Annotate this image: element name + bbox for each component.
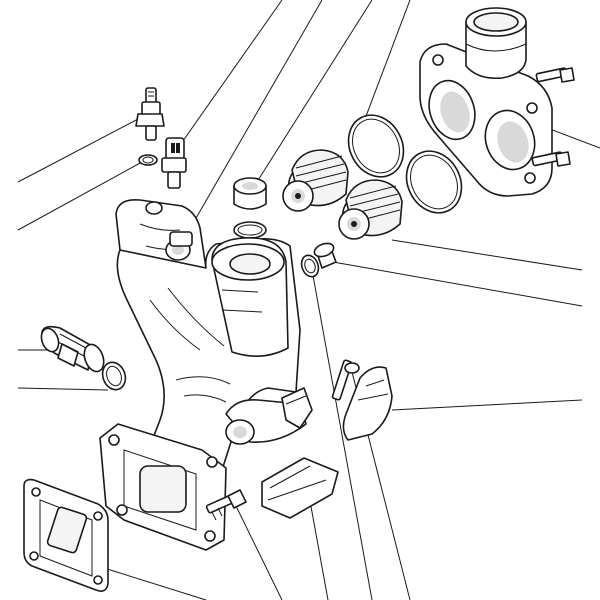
cover-bolt-upper: [535, 67, 575, 83]
coolant-housing-body: [115, 198, 307, 471]
leader-line-right-2: [391, 239, 583, 271]
leader-line-bottom-5: [103, 567, 207, 600]
hose-nipple: [40, 325, 105, 373]
mounting-bolt-lower: [205, 489, 247, 521]
sender-washer: [138, 154, 158, 166]
plug-cap: [233, 177, 267, 210]
leader-line-right-4: [391, 399, 583, 411]
leader-line-top-3: [254, 0, 373, 186]
cover-bolt-lower: [531, 151, 571, 167]
leader-line-bottom-2: [307, 489, 329, 600]
leader-line-top-2: [187, 0, 323, 233]
bleed-plug: [313, 242, 337, 269]
leader-line-bottom-3: [311, 269, 373, 600]
thermostat-o-ring-upper: [347, 114, 405, 178]
nipple-o-ring: [101, 361, 127, 391]
housing-gasket: [23, 478, 109, 592]
thermostat-o-ring-lower: [405, 150, 463, 214]
stud-bolt: [331, 359, 360, 401]
housing-side-bracket: [281, 387, 313, 429]
plug-seal-ring: [233, 221, 267, 239]
leader-line-right-3: [332, 261, 583, 307]
thermostat-cover-housing: [419, 7, 553, 197]
bleed-plug-washer: [300, 254, 320, 278]
leader-line-left-4: [17, 387, 109, 391]
thermostat-lower: [338, 179, 403, 240]
temperature-sender: [135, 87, 165, 141]
spacer-block: [261, 457, 339, 519]
leader-line-left-1: [17, 117, 141, 183]
housing-mounting-flange: [99, 423, 227, 551]
leader-line-left-2: [17, 161, 143, 231]
leader-line-top-1: [177, 0, 283, 149]
temperature-sensor: [161, 137, 187, 189]
leader-line-bottom-1: [235, 505, 283, 600]
thermostat-upper: [282, 149, 349, 212]
leader-line-top-4: [359, 0, 411, 133]
heat-shield-bracket: [342, 366, 393, 441]
leader-lines: [17, 0, 600, 600]
